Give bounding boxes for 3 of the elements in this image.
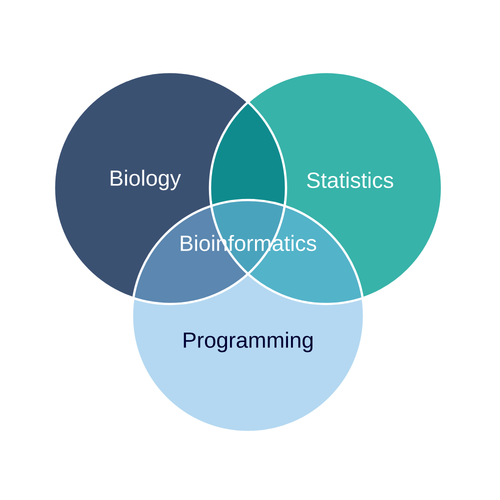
circle-label: Statistics (307, 172, 394, 188)
circle-label: Programming (184, 332, 312, 352)
circle-label: Biology (110, 170, 181, 190)
